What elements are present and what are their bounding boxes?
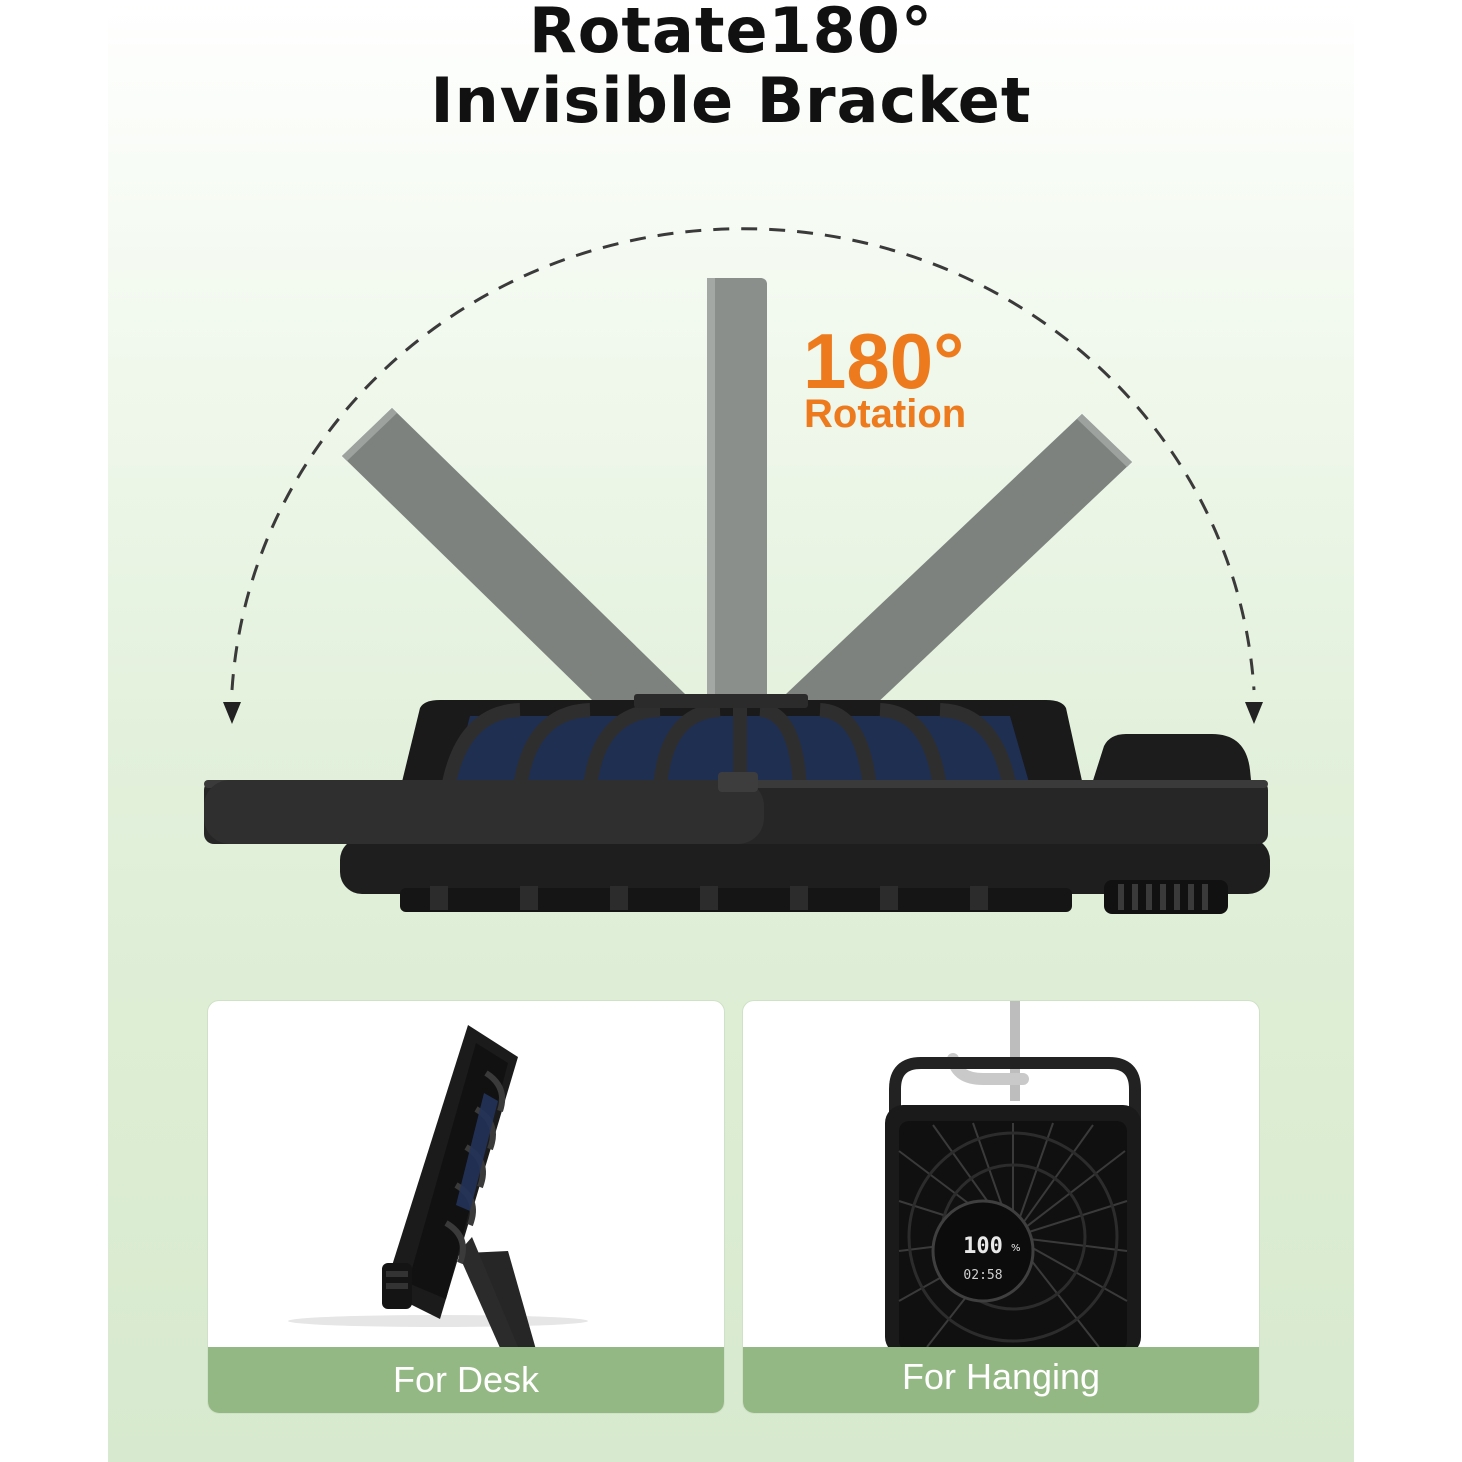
bracket-right-position — [786, 414, 1132, 742]
rotation-arc — [230, 227, 1256, 691]
rotation-angle-label: 180° — [803, 317, 965, 405]
desk-mode-card: For Desk — [207, 1000, 725, 1414]
arc-arrowhead-right — [1245, 702, 1263, 724]
headline-line-2: Invisible Bracket — [430, 64, 1032, 137]
desk-mode-caption: For Desk — [208, 1347, 724, 1413]
rotation-word-label: Rotation — [804, 392, 967, 436]
battery-readout: 100 — [963, 1234, 1003, 1259]
battery-unit: % — [1011, 1243, 1021, 1254]
hanging-mode-card: 100 % 02:58 For Hanging — [742, 1000, 1260, 1414]
hanging-fan-image: 100 % 02:58 — [885, 1001, 1141, 1355]
hanging-mode-caption: For Hanging — [743, 1347, 1259, 1413]
headline-line-1: Rotate180° — [529, 0, 933, 67]
bracket-vertical-position — [707, 278, 767, 728]
fan-side-view — [204, 694, 1270, 914]
rotation-illustration — [204, 227, 1270, 914]
arc-arrowhead-left — [223, 702, 241, 724]
timer-readout: 02:58 — [963, 1268, 1002, 1283]
bracket-left-position — [342, 408, 685, 742]
